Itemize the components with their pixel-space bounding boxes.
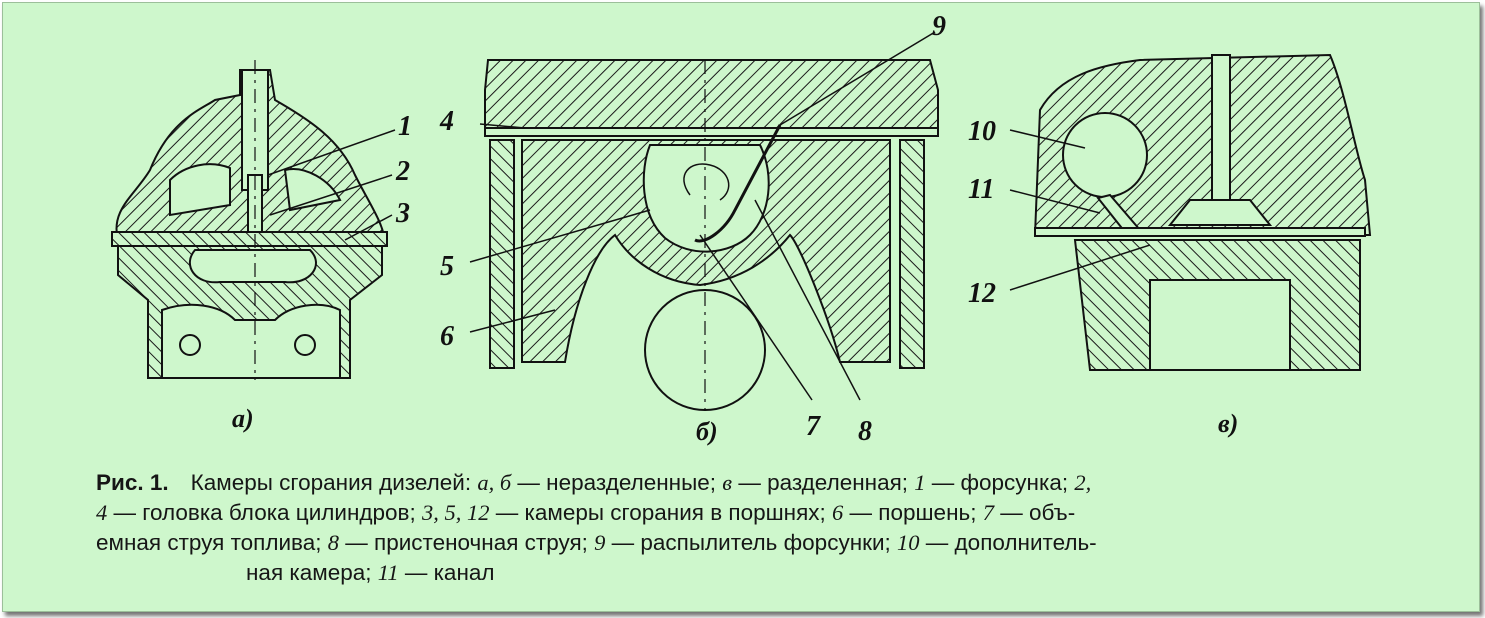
caption-line-2: 4 — головка блока цилиндров; 3, 5, 12 — …	[96, 500, 1076, 525]
label-5: 5	[440, 251, 454, 282]
label-7: 7	[806, 411, 821, 442]
combustion-bowl-a	[189, 249, 317, 284]
piston-interior-a	[161, 303, 341, 379]
piston-interior-c	[1149, 279, 1291, 371]
sublabel-c: в)	[1218, 409, 1238, 438]
head-gasket-c	[1034, 227, 1366, 237]
head-cavity-a2	[283, 168, 342, 212]
label-11: 11	[968, 174, 994, 205]
cylinder-wall-left-b	[489, 139, 515, 369]
label-9: 9	[932, 11, 946, 42]
spray-jet-b	[694, 124, 782, 243]
label-8: 8	[858, 416, 872, 447]
caption-line-3: емная струя топлива; 8 — пристеночная ст…	[96, 530, 1097, 555]
label-10: 10	[968, 116, 996, 147]
head-gasket-b	[484, 127, 939, 137]
combustion-bowl-b	[642, 144, 770, 253]
head-cavity-a	[169, 163, 231, 217]
valve-stem-c	[1211, 54, 1231, 221]
caption-line-1: Рис. 1.Камеры сгорания дизелей: а, б — н…	[96, 470, 1092, 495]
label-4: 4	[439, 106, 454, 137]
label-12: 12	[968, 278, 996, 309]
cylinder-wall-right-b	[899, 139, 925, 369]
drawing-b	[469, 31, 939, 411]
caption-line-4: ная камера; 11 — канал	[246, 560, 495, 585]
wrist-pin-a1	[179, 334, 201, 356]
drawing-a	[111, 60, 396, 380]
sublabel-a: а)	[232, 404, 254, 433]
label-3: 3	[395, 198, 410, 229]
figure-caption: Рис. 1.Камеры сгорания дизелей: а, б — н…	[96, 468, 1376, 588]
wrist-pin-a2	[294, 334, 316, 356]
label-2: 2	[395, 156, 410, 187]
drawing-c	[1009, 53, 1372, 371]
prechamber-c	[1062, 112, 1148, 198]
valve-head-c	[1167, 199, 1273, 226]
swirl-arrow-b	[683, 163, 730, 201]
label-1: 1	[398, 111, 412, 142]
label-6: 6	[440, 321, 454, 352]
sublabel-b: б)	[696, 417, 718, 446]
figure-number: Рис. 1.	[96, 470, 169, 495]
